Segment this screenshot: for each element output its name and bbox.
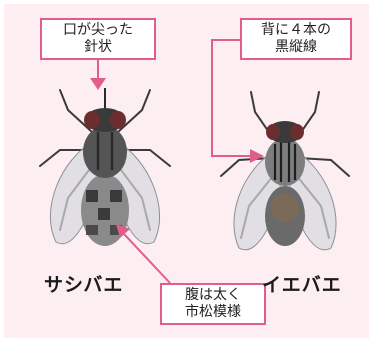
back-callout: 背に４本の 黒縦線 <box>240 18 352 60</box>
abdomen-callout: 腹は太く 市松模様 <box>160 283 266 325</box>
house-fly-label: イエバエ <box>262 270 342 297</box>
mouth-callout: 口が尖った 針状 <box>40 18 156 60</box>
stable-fly-label: サシバエ <box>44 270 123 297</box>
